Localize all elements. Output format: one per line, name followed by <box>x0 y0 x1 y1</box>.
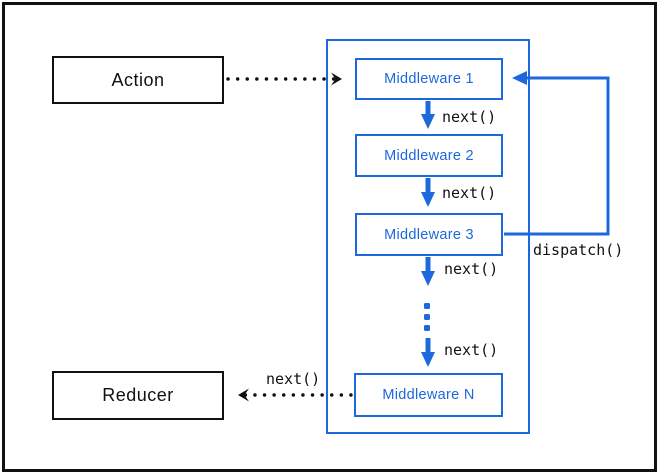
outer-border-frame <box>2 2 657 472</box>
middleware-n-node: Middleware N <box>354 373 503 417</box>
middleware-3-label: Middleware 3 <box>384 226 474 243</box>
edge-label-next-to-reducer: next() <box>266 370 321 388</box>
middleware-2-label: Middleware 2 <box>384 147 474 164</box>
middleware-1-node: Middleware 1 <box>355 58 503 100</box>
reducer-node-label: Reducer <box>102 385 174 405</box>
middleware-3-node: Middleware 3 <box>355 213 503 256</box>
edge-label-next-3: next() <box>444 260 499 278</box>
action-node-label: Action <box>111 69 165 90</box>
vertical-ellipsis-icon <box>424 303 431 331</box>
edge-label-next-n: next() <box>444 341 499 359</box>
middleware-container <box>326 39 530 434</box>
middleware-n-label: Middleware N <box>382 387 475 403</box>
edge-label-dispatch: dispatch() <box>533 241 624 259</box>
middleware-2-node: Middleware 2 <box>355 134 503 177</box>
edge-label-next-2: next() <box>442 184 497 202</box>
action-node: Action <box>52 56 224 104</box>
reducer-node: Reducer <box>52 371 224 420</box>
edge-label-next-1: next() <box>442 108 497 126</box>
middleware-1-label: Middleware 1 <box>384 71 474 87</box>
